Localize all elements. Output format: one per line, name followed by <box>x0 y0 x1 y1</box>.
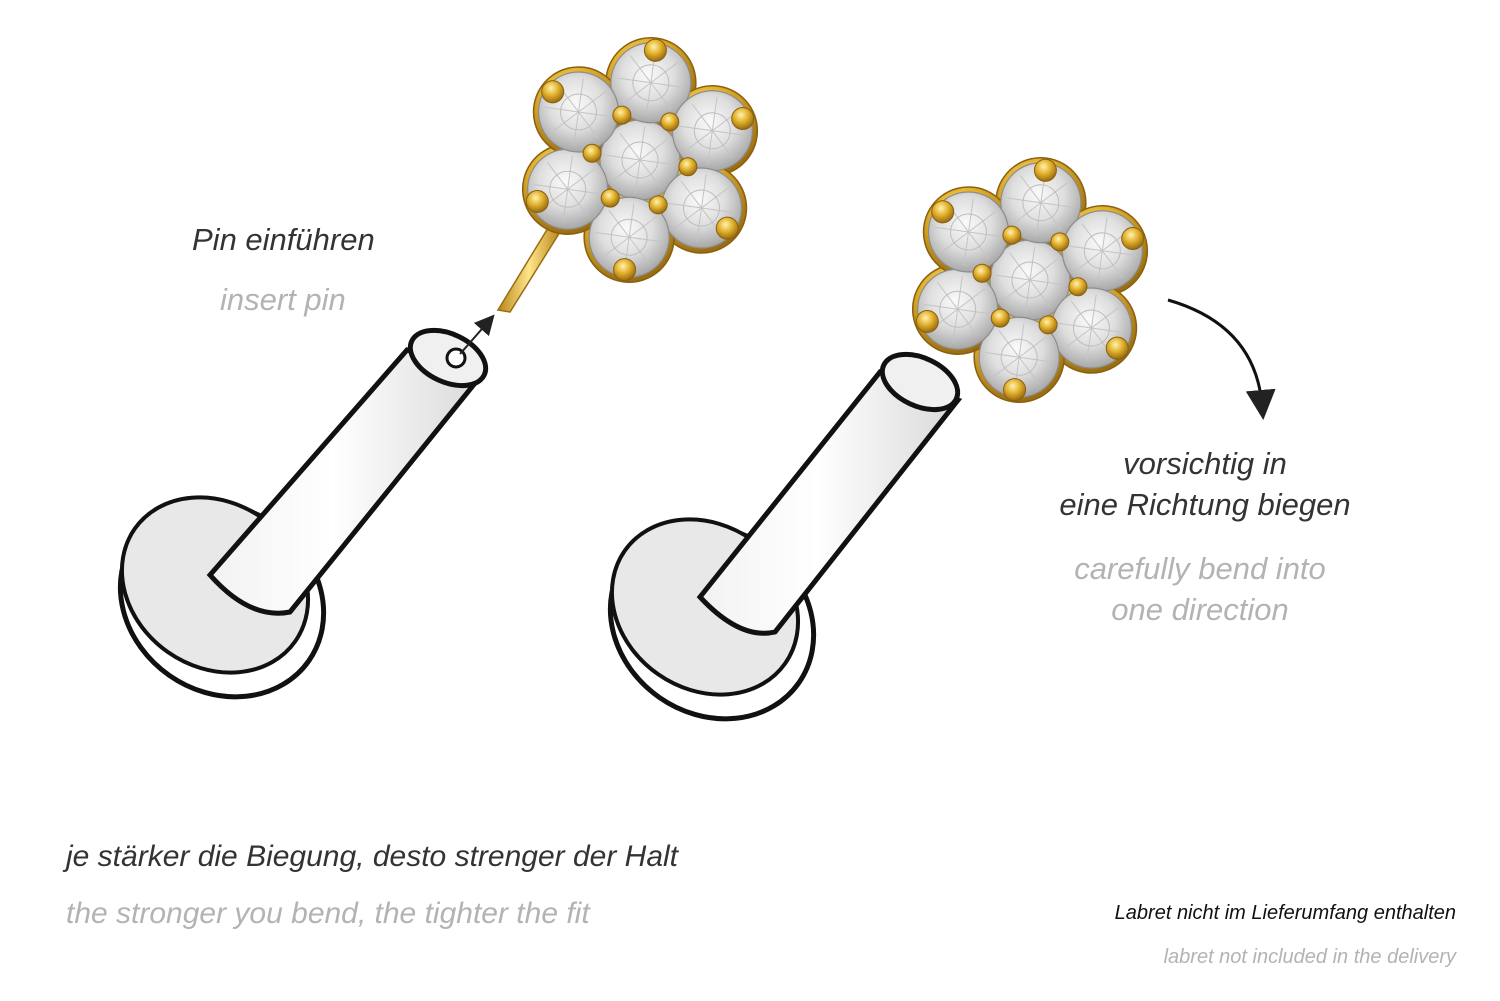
prong-bead <box>660 112 680 132</box>
labret-shaft <box>696 369 963 636</box>
bend-label-de-line2: eine Richtung biegen <box>1059 487 1351 522</box>
bend-label-en-line2: one direction <box>1111 592 1289 627</box>
prong-bead <box>1003 378 1027 402</box>
labret-shaft <box>206 347 489 616</box>
prong-bead <box>915 309 939 333</box>
insert-label-de: Pin einführen <box>192 222 375 257</box>
prong-bead <box>731 107 755 131</box>
insert-label-en: insert pin <box>220 282 346 317</box>
flower-pin <box>496 227 562 313</box>
prong-bead <box>931 200 955 224</box>
prong-bead <box>990 308 1010 328</box>
prong-bead <box>1050 232 1070 252</box>
prong-bead <box>1033 158 1057 182</box>
prong-bead <box>600 188 620 208</box>
bend-label-en-line1: carefully bend into <box>1074 551 1326 586</box>
prong-bead <box>1002 225 1022 245</box>
labret-left <box>117 327 489 700</box>
prong-bead <box>1068 277 1088 297</box>
prong-bead <box>582 143 602 163</box>
prong-bead <box>612 105 632 125</box>
prong-bead <box>715 216 739 240</box>
disclaimer-de: Labret nicht im Lieferumfang enthalten <box>1114 902 1456 924</box>
labret-right <box>607 351 963 722</box>
prong-bead <box>541 80 565 104</box>
prong-bead <box>613 258 637 282</box>
prong-bead <box>643 38 667 62</box>
tip-label-de: je stärker die Biegung, desto strenger d… <box>66 840 678 873</box>
bend-arrow <box>1167 298 1276 420</box>
labret-shaft-top <box>879 351 961 413</box>
prong-bead <box>525 189 549 213</box>
disclaimer-en: labret not included in the delivery <box>1163 946 1456 968</box>
prong-bead <box>1105 336 1129 360</box>
prong-bead <box>972 263 992 283</box>
tip-label-en: the stronger you bend, the tighter the f… <box>66 897 590 930</box>
prong-bead <box>1038 315 1058 335</box>
prong-bead <box>1121 227 1145 251</box>
prong-bead <box>648 195 668 215</box>
insert-arrow <box>459 314 495 355</box>
bend-label-de-line1: vorsichtig in <box>1123 446 1287 481</box>
flower-top-right <box>911 157 1149 403</box>
flower-top-left <box>521 37 759 283</box>
prong-bead <box>678 157 698 177</box>
